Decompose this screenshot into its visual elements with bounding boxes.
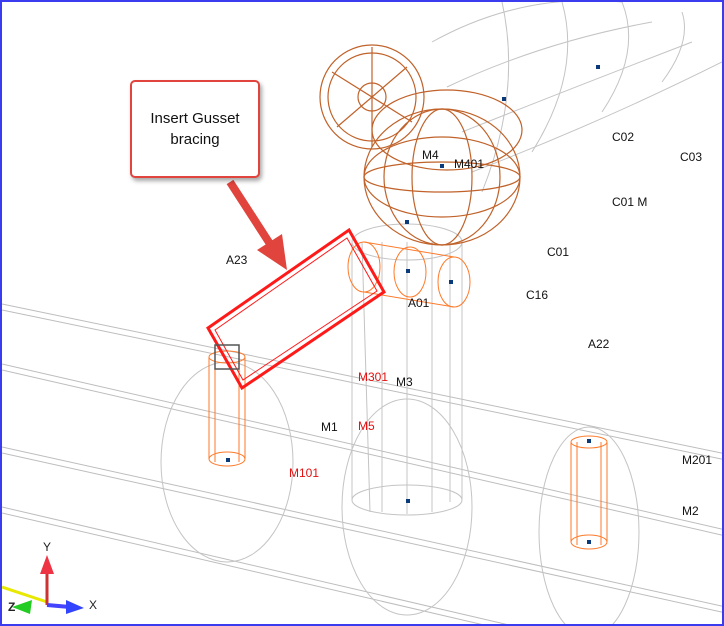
- support-right: [570, 435, 608, 550]
- label-c01m: C01 M: [612, 195, 648, 209]
- axis-label-y: Y: [43, 540, 52, 554]
- axis-triad: [2, 555, 84, 614]
- callout-box: Insert Gusset bracing: [130, 80, 260, 178]
- handwheel: [319, 44, 425, 150]
- label-m301: M301: [358, 370, 389, 384]
- pipe-section: [538, 426, 640, 624]
- label-m5: M5: [358, 419, 375, 433]
- callout-text: Insert Gusset bracing: [150, 110, 240, 148]
- snap-cursor: [214, 344, 240, 370]
- pipe-edge: [2, 512, 482, 624]
- pipe-edge: [2, 363, 722, 530]
- y-axis-arrow: [40, 555, 54, 574]
- label-c16: C16: [526, 288, 549, 302]
- pipe-edge: [2, 303, 722, 454]
- label-m201: M201: [682, 453, 713, 467]
- label-m1: M1: [321, 420, 338, 434]
- pipe-edge: [2, 506, 508, 624]
- pipe-edge: [2, 309, 722, 460]
- label-m3: M3: [396, 375, 413, 389]
- pipe-edge: [2, 369, 722, 536]
- gusset-bracing-selected[interactable]: [206, 227, 386, 391]
- pipe-sections: [160, 2, 722, 624]
- valve-body: [363, 108, 521, 246]
- node-points: [226, 65, 600, 544]
- axis-label-z: Z: [8, 600, 16, 614]
- label-a01: A01: [408, 296, 430, 310]
- z-axis-yellow: [2, 585, 48, 604]
- label-c02: C02: [612, 130, 635, 144]
- horizontal-support: [347, 241, 471, 308]
- pipe-lines: [2, 303, 722, 624]
- label-m2: M2: [682, 504, 699, 518]
- valve-wireframe: [319, 44, 523, 246]
- axis-label-x: X: [89, 598, 98, 612]
- pipe-edge: [2, 452, 722, 613]
- label-m4: M4: [422, 148, 439, 162]
- label-a22: A22: [588, 337, 610, 351]
- label-c03: C03: [680, 150, 703, 164]
- label-m101: M101: [289, 466, 320, 480]
- x-axis-arrow: [66, 600, 84, 614]
- z-axis-arrow: [12, 600, 32, 614]
- label-c01: C01: [547, 245, 570, 259]
- callout-arrow: [226, 179, 287, 270]
- pipe-edge: [2, 446, 722, 607]
- support-left: [208, 350, 246, 467]
- label-m401: M401: [454, 157, 485, 171]
- label-a23: A23: [226, 253, 248, 267]
